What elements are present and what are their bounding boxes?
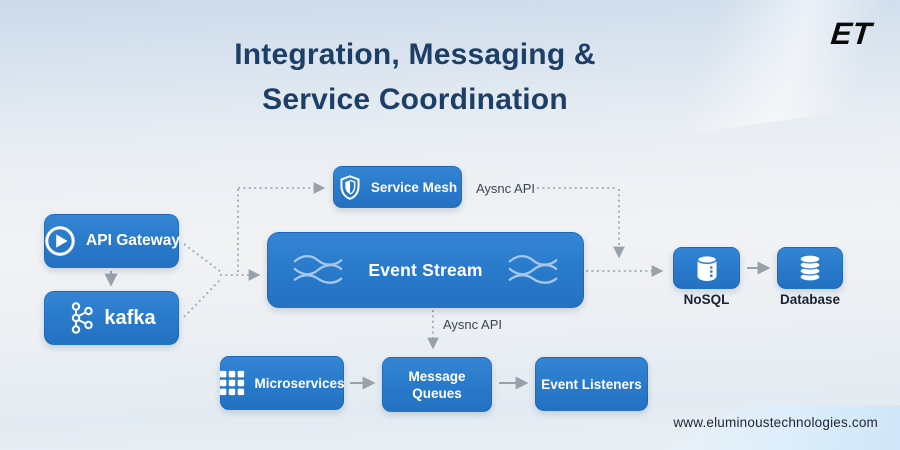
node-microservices: Microservices — [219, 356, 345, 410]
dotted-apigateway-to-junction — [183, 243, 222, 273]
edge-label-async-api-bottom: Aysnc API — [443, 317, 503, 332]
node-label: Microservices — [254, 375, 345, 391]
node-database — [777, 247, 843, 289]
node-message-queues: Message Queues — [382, 357, 492, 412]
play-icon — [43, 224, 77, 258]
node-kafka: kafka — [44, 291, 179, 345]
page-title: Integration, Messaging & Service Coordin… — [115, 32, 715, 122]
waves-icon — [505, 251, 561, 289]
shield-icon — [338, 174, 362, 201]
node-label: Event Stream — [368, 259, 483, 280]
page-title-line-1: Integration, Messaging & — [234, 38, 596, 71]
node-nosql — [673, 247, 740, 289]
node-service-mesh: Service Mesh — [333, 166, 462, 208]
node-label: API Gateway — [86, 232, 180, 249]
caption-nosql: NoSQL — [683, 292, 730, 307]
database-cylinder-icon — [694, 253, 720, 283]
dotted-kafka-to-junction — [183, 278, 222, 318]
kafka-icon — [67, 301, 95, 335]
node-label: Event Listeners — [541, 376, 642, 392]
node-label: Service Mesh — [370, 179, 458, 195]
website-url: www.eluminoustechnologies.com — [673, 415, 878, 430]
database-stack-icon — [797, 254, 823, 282]
node-label: kafka — [104, 306, 156, 329]
node-api-gateway: API Gateway — [43, 214, 180, 268]
page-title-line-2: Service Coordination — [262, 83, 568, 116]
node-event-listeners: Event Listeners — [535, 357, 648, 411]
grid-icon — [219, 370, 245, 396]
node-event-stream: Event Stream — [267, 232, 584, 308]
caption-database: Database — [779, 292, 841, 307]
waves-icon — [290, 251, 346, 289]
node-label: Message Queues — [408, 368, 466, 401]
edge-label-async-api-top: Aysnc API — [476, 181, 536, 196]
